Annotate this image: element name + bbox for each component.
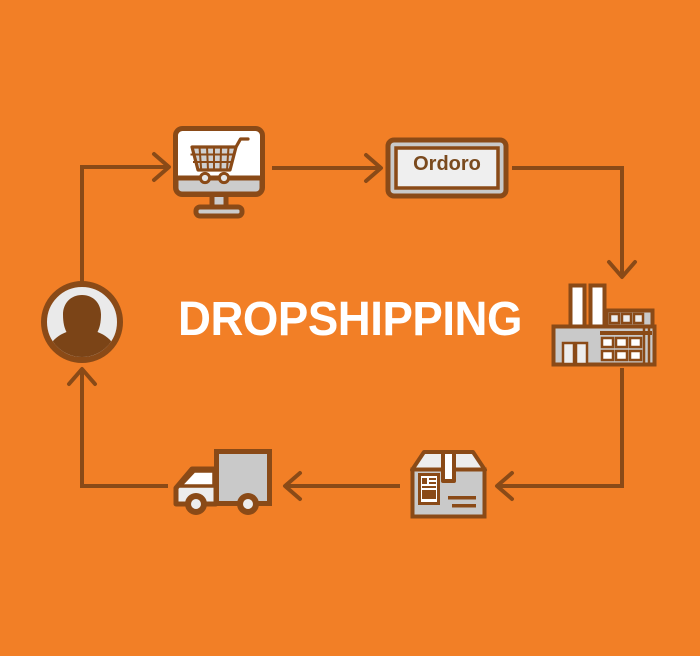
connector-ordoro-to-supplier (512, 166, 637, 279)
page-title: DROPSHIPPING (178, 293, 522, 346)
connector-package-to-delivery (283, 471, 400, 501)
connector-supplier-to-package (495, 368, 624, 501)
ordoro-brand-label: Ordoro (413, 153, 481, 175)
connector-storefront-to-ordoro (272, 153, 383, 183)
connector-customer-to-storefront (80, 152, 171, 287)
connector-delivery-to-customer (67, 367, 168, 488)
